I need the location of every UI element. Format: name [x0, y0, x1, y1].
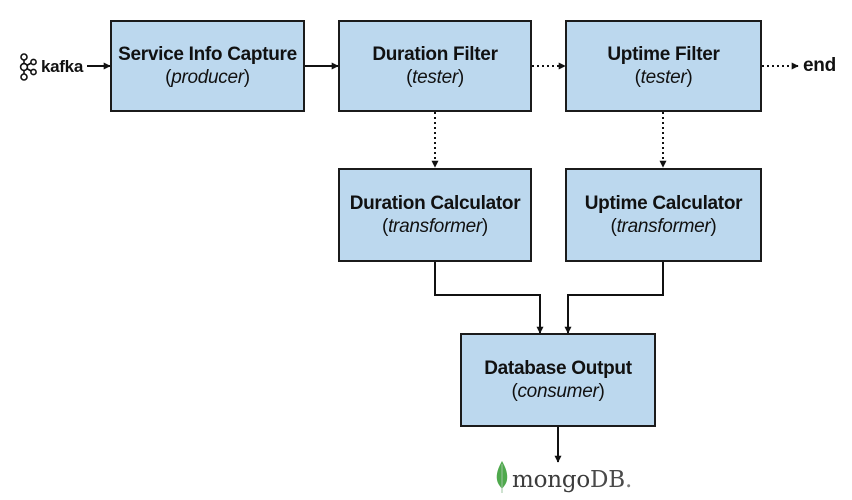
node-duration-calculator: Duration Calculator (transformer) — [338, 168, 532, 262]
node-uptime-calculator: Uptime Calculator (transformer) — [565, 168, 762, 262]
node-title: Uptime Filter — [607, 44, 720, 65]
node-title: Uptime Calculator — [584, 193, 743, 214]
node-role-text: tester — [412, 67, 458, 88]
node-title: Database Output — [484, 358, 632, 379]
mongodb-wordmark-dot: . — [625, 467, 633, 493]
node-database-output: Database Output (consumer) — [460, 333, 656, 427]
node-service-info-capture: Service Info Capture (producer) — [110, 20, 305, 112]
node-role-text: tester — [640, 67, 687, 88]
node-title: Service Info Capture — [118, 44, 297, 65]
edge-duration-calculator-to-database-output — [434, 262, 544, 334]
node-role: (transformer) — [382, 216, 488, 237]
node-role-text: producer — [171, 67, 244, 88]
end-label: end — [803, 55, 836, 76]
node-role-text: consumer — [517, 381, 599, 402]
node-duration-filter: Duration Filter (tester) — [338, 20, 532, 112]
node-role-text: transformer — [388, 216, 482, 237]
node-role: (tester) — [634, 67, 693, 88]
node-role: (consumer) — [511, 381, 605, 402]
node-title: Duration Calculator — [349, 193, 521, 214]
node-role-text: transformer — [616, 216, 711, 237]
kafka-label: kafka — [41, 57, 83, 76]
node-role: (producer) — [165, 67, 250, 88]
kafka-logo-icon — [19, 53, 37, 81]
mongodb-wordmark-db: DB — [590, 467, 625, 493]
mongodb-leaf-icon — [496, 461, 508, 493]
node-role: (transformer) — [610, 216, 717, 237]
node-uptime-filter: Uptime Filter (tester) — [565, 20, 762, 112]
mongodb-wordmark-main: mongo — [512, 467, 591, 493]
mongodb-wordmark: mongoDB. — [512, 467, 632, 493]
node-title: Duration Filter — [372, 44, 498, 65]
node-role: (tester) — [406, 67, 464, 88]
edge-uptime-calculator-to-database-output — [564, 262, 664, 334]
